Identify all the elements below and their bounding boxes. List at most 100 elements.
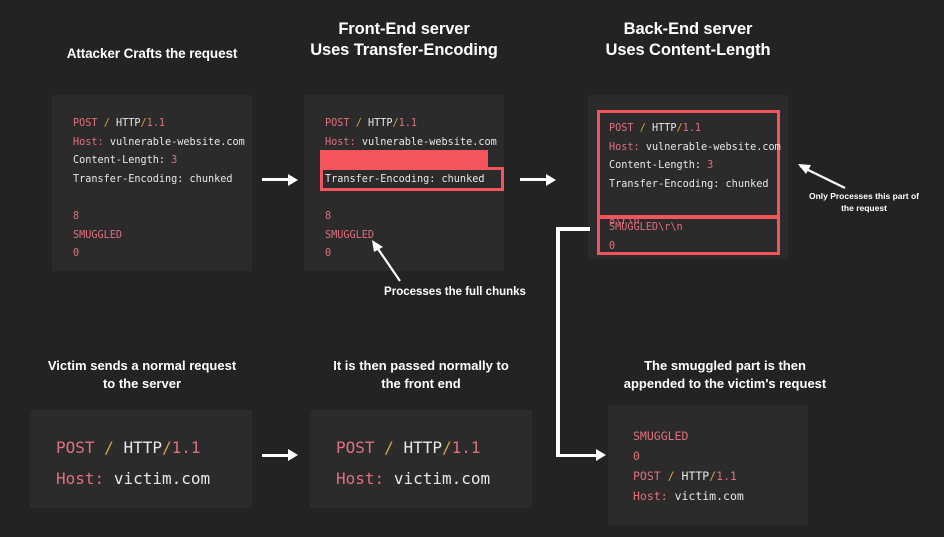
arrow-attacker-to-frontend-head <box>288 173 298 186</box>
http-method: POST <box>56 438 95 457</box>
caption-victim-sends: Victim sends a normal request to the ser… <box>24 357 260 394</box>
appended-request-block: SMUGGLED 0 POST / HTTP/1.1 Host: victim.… <box>608 405 808 525</box>
host-key: Host: <box>336 469 385 488</box>
content-length-value: 3 <box>707 160 714 172</box>
passed-caption-line1: It is then passed normally to <box>333 358 509 373</box>
arrow-frontend-to-backend-head <box>546 173 556 186</box>
passed-caption-line2: the front end <box>381 376 461 392</box>
http-version: 1.1 <box>682 123 702 134</box>
http-path: / <box>104 438 114 457</box>
transfer-encoding-highlight-box <box>320 167 504 191</box>
chunk-size: 8 <box>73 210 80 222</box>
victim-caption-line2: to the server <box>102 376 182 392</box>
heading-frontend-line2: Uses Transfer-Encoding <box>310 41 498 60</box>
transfer-encoding-value: chunked <box>725 178 769 190</box>
attacker-request-block: POST / HTTP/1.1 Host: vulnerable-website… <box>52 95 252 271</box>
chunk-end: 0 <box>325 248 332 260</box>
elbow-connector-top-segment <box>556 227 590 231</box>
host-value: vulnerable-website.com <box>645 141 781 153</box>
only-processes-line1: Only Processes this part of <box>808 191 920 201</box>
host-value: victim.com <box>393 469 491 488</box>
heading-attacker-label: Attacker Crafts the request <box>66 46 238 61</box>
http-version: 1.1 <box>451 438 481 457</box>
annotation-only-processes: Only Processes this part of the request <box>793 190 935 215</box>
attacker-request-code: POST / HTTP/1.1 Host: vulnerable-website… <box>73 118 245 260</box>
chunk-size: 8\r\n <box>609 215 640 227</box>
arrow-attacker-to-frontend-line <box>262 178 290 181</box>
http-version: 1.1 <box>398 118 418 129</box>
host-value: vulnerable-website.com <box>361 136 497 148</box>
host-value: victim.com <box>674 489 744 503</box>
http-path: / <box>667 469 675 483</box>
processes-full-chunks-label: Processes the full chunks <box>384 286 526 298</box>
http-version: 1.1 <box>146 118 166 129</box>
caption-passed-normally: It is then passed normally to the front … <box>303 357 539 394</box>
http-method: POST <box>633 469 661 483</box>
annotation-processes-full-chunks: Processes the full chunks <box>345 284 565 300</box>
http-method: POST <box>325 118 350 129</box>
chunk-body: SMUGGLED <box>73 229 123 241</box>
only-processes-arrow-line <box>799 165 846 189</box>
elbow-connector-arrow-head <box>596 449 606 461</box>
content-length-value: 3 <box>171 155 178 167</box>
host-value: vulnerable-website.com <box>109 136 245 148</box>
backend-smuggled-part-box <box>597 216 780 255</box>
smuggled-caption-line1: The smuggled part is then <box>644 358 806 373</box>
transfer-encoding-value: chunked <box>189 173 233 185</box>
http-version: 1.1 <box>171 438 201 457</box>
http-protocol: HTTP <box>115 118 141 129</box>
http-path: / <box>103 118 110 129</box>
heading-attacker: Attacker Crafts the request <box>52 45 252 63</box>
chunk-body: SMUGGLED <box>325 229 375 241</box>
http-protocol: HTTP <box>403 438 442 457</box>
victim-caption-line1: Victim sends a normal request <box>47 358 237 373</box>
heading-frontend-line1: Front-End server <box>338 20 470 38</box>
content-length-key: Content-Length: <box>73 155 166 167</box>
chunk-end: 0 <box>633 449 640 463</box>
elbow-connector-bottom-segment <box>556 453 598 457</box>
host-key: Host: <box>325 136 356 148</box>
host-key: Host: <box>609 141 640 153</box>
chunk-body: SMUGGLED <box>633 429 689 443</box>
host-value: victim.com <box>113 469 211 488</box>
chunk-end: 0 <box>73 248 80 260</box>
victim-request-block: POST / HTTP/1.1 Host: victim.com <box>30 410 252 508</box>
host-key: Host: <box>633 489 668 503</box>
backend-smuggled-code: SMUGGLED\r\n 0 <box>609 219 683 256</box>
elbow-connector-vertical-segment <box>556 227 560 457</box>
chunk-body: SMUGGLED\r\n <box>609 222 683 233</box>
heading-backend: Back-End server Uses Content-Length <box>572 19 804 62</box>
chunk-size: 8 <box>325 211 332 222</box>
http-path: / <box>355 118 362 129</box>
frontend-victim-request-code: POST / HTTP/1.1 Host: victim.com <box>336 438 491 488</box>
transfer-encoding-key: Transfer-Encoding: <box>609 178 720 190</box>
http-protocol: HTTP <box>367 118 393 129</box>
backend-request-block <box>588 95 788 259</box>
content-length-redacted-bar <box>320 150 488 169</box>
chunk-end: 0 <box>609 240 616 252</box>
frontend-victim-request-block: POST / HTTP/1.1 Host: victim.com <box>310 410 532 508</box>
host-key: Host: <box>73 136 104 148</box>
victim-request-code: POST / HTTP/1.1 Host: victim.com <box>56 438 211 488</box>
transfer-encoding-line: Transfer-Encoding: chunked <box>325 174 485 185</box>
only-processes-line2: the request <box>841 203 887 214</box>
smuggled-caption-line2: appended to the victim's request <box>623 376 827 392</box>
frontend-transfer-encoding-line: Transfer-Encoding: chunked <box>325 171 484 190</box>
http-path: / <box>384 438 394 457</box>
http-path: / <box>639 123 646 134</box>
heading-frontend: Front-End server Uses Transfer-Encoding <box>288 19 520 62</box>
http-version: 1.1 <box>716 469 737 483</box>
heading-backend-line2: Uses Content-Length <box>605 41 771 60</box>
heading-backend-line1: Back-End server <box>623 20 753 38</box>
http-protocol: HTTP <box>123 438 162 457</box>
http-protocol: HTTP <box>681 469 710 483</box>
frontend-request-block: POST / HTTP/1.1 Host: vulnerable-website… <box>304 95 504 271</box>
http-method: POST <box>73 118 98 129</box>
backend-processed-code: POST / HTTP/1.1 Host: vulnerable-website… <box>609 123 781 227</box>
arrow-frontend-to-backend-line <box>520 178 548 181</box>
only-processes-arrow-head <box>798 164 811 174</box>
transfer-encoding-key: Transfer-Encoding: <box>73 173 184 185</box>
frontend-chunk-code: 8 SMUGGLED 0 <box>325 208 374 264</box>
caption-smuggled-appended: The smuggled part is then appended to th… <box>602 357 848 394</box>
